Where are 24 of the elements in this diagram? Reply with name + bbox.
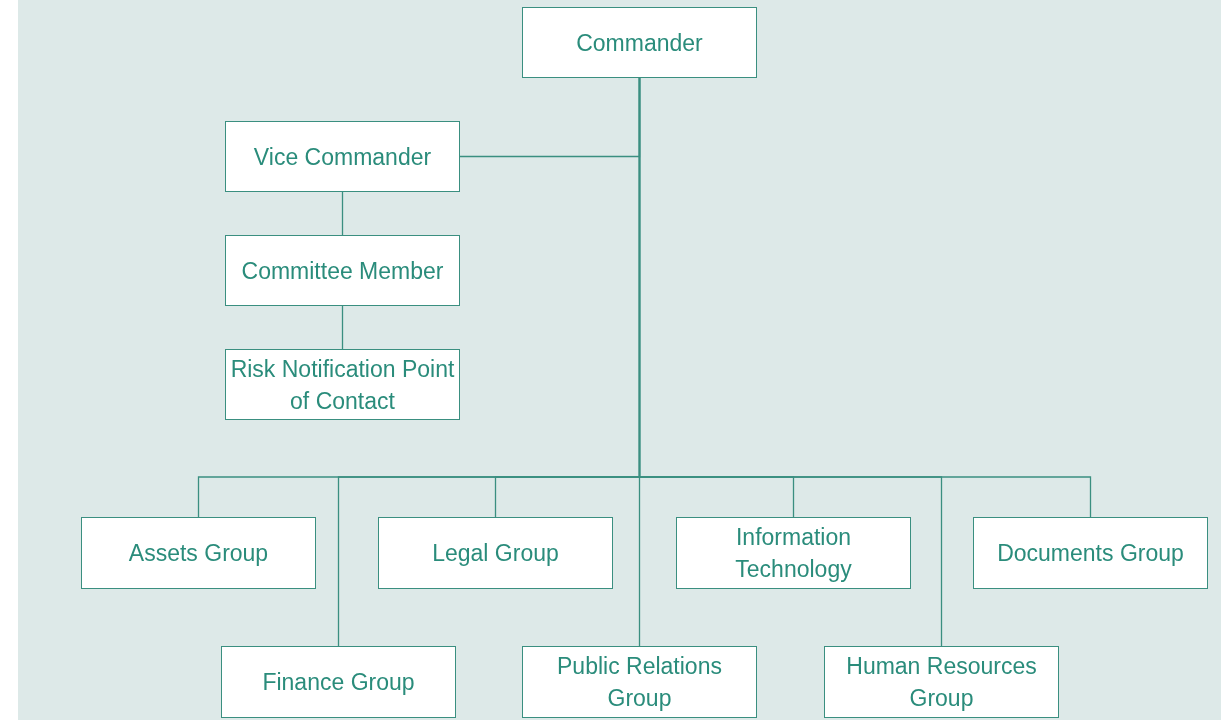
role-label: Finance Group	[262, 668, 415, 697]
org-box	[676, 517, 911, 589]
role-label: Vice Commander	[253, 142, 432, 172]
role-label: Risk Notification Point of Contact	[230, 354, 455, 416]
org-box	[824, 646, 1059, 718]
role-label: Committee Member	[241, 256, 444, 286]
org-box	[81, 517, 316, 589]
connector-line	[341, 305, 344, 350]
org-box	[221, 646, 456, 718]
role-label: Documents Group	[997, 539, 1184, 568]
role-label: Assets Group	[128, 539, 269, 568]
role-label: Legal Group	[432, 539, 559, 568]
org-box	[378, 517, 613, 589]
role-label: Public Relations Group	[556, 652, 723, 713]
org-box	[522, 646, 757, 718]
connector-line	[638, 77, 1092, 518]
org-box	[225, 235, 460, 306]
org-box	[973, 517, 1208, 589]
org-box	[225, 121, 460, 192]
connector-line	[341, 191, 344, 236]
role-label: Information Technology	[734, 523, 853, 584]
org-box	[522, 7, 757, 78]
role-label: Human Resources Group	[845, 652, 1038, 713]
role-label: Commander	[576, 28, 703, 58]
